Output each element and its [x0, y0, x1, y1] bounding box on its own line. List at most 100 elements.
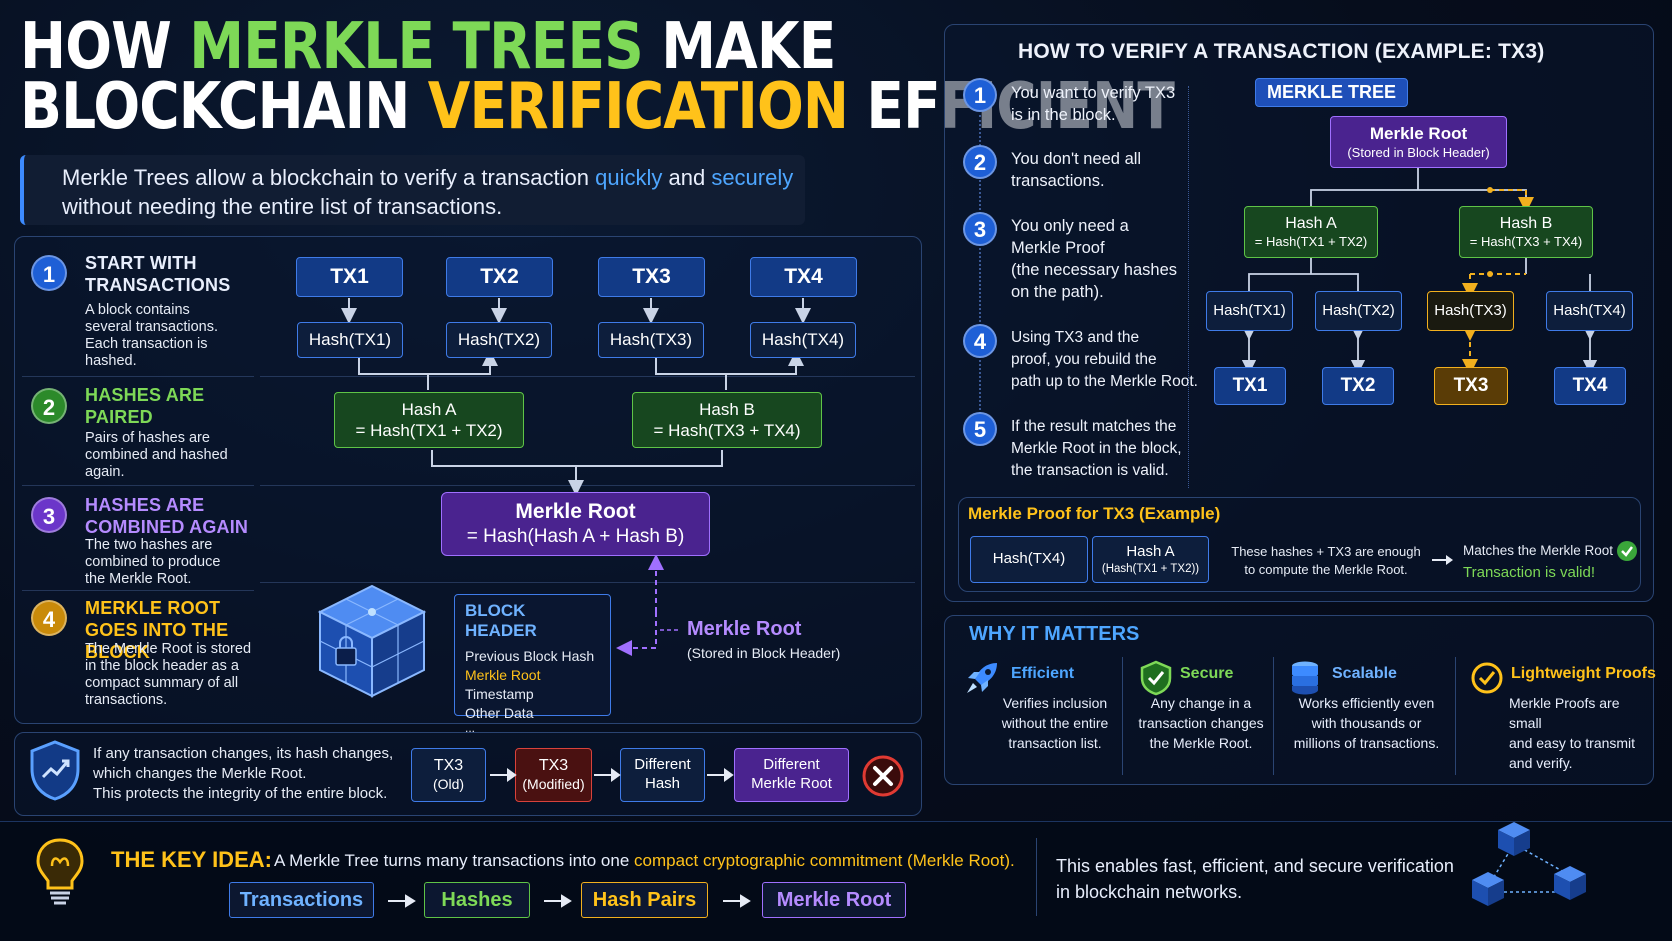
block-header-item: Previous Block Hash: [465, 648, 595, 664]
tx3-old-label: TX3: [433, 757, 464, 775]
merkle-proof-title: Merkle Proof for TX3 (Example): [968, 504, 1221, 523]
merkle-root-stored-label: Merkle Root: [687, 618, 802, 640]
why-title: WHY IT MATTERS: [969, 623, 1140, 645]
tree-hash-tx3-box: Hash(TX3): [1427, 291, 1514, 331]
verify-step-line: on the path).: [1011, 283, 1104, 301]
verify-step-2-number: 2: [963, 145, 997, 179]
key-idea-text-main: A Merkle Tree turns many transactions in…: [274, 851, 635, 870]
verify-step-line: You only need a: [1011, 217, 1129, 235]
verify-step-1-text: You want to verify TX3 is in the block.: [1011, 82, 1175, 126]
different-root-box: Different Merkle Root: [734, 748, 849, 802]
title-make: MAKE: [642, 10, 836, 84]
why-desc-line: and easy to transmit: [1509, 735, 1636, 751]
block-header-item: ...: [465, 721, 476, 735]
why-desc-line: and verify.: [1509, 755, 1573, 771]
check-circle-icon: [1617, 541, 1637, 561]
arrow-icon: [611, 768, 621, 782]
check-circle-icon: [1471, 662, 1503, 694]
key-idea-right-line-1: This enables fast, efficient, and secure…: [1056, 856, 1454, 876]
proof-hash-a-sub: (Hash(TX1 + TX2)): [1101, 562, 1200, 575]
verify-step-4-text: Using TX3 and the proof, you rebuild the…: [1011, 327, 1198, 393]
divider: [260, 376, 915, 377]
rocket-icon: [967, 663, 997, 693]
verify-step-line: transactions.: [1011, 172, 1105, 190]
why-desc-line: without the entire: [1001, 715, 1109, 731]
different-hash-box: Different Hash: [620, 748, 705, 802]
tree-tx4-box: TX4: [1554, 367, 1626, 405]
flow-hash-pairs: Hash Pairs: [581, 882, 708, 918]
arrow-icon: [740, 894, 751, 908]
tree-hash-a-box: Hash A = Hash(TX1 + TX2): [1244, 206, 1378, 258]
tx3-box: TX3: [598, 257, 705, 297]
step-4-desc: The Merkle Root is stored in the block h…: [85, 641, 252, 708]
verify-step-5-text: If the result matches the Merkle Root in…: [1011, 416, 1182, 482]
step-3-title: HASHES ARE COMBINED AGAIN: [85, 495, 249, 537]
flow-arrows: [388, 894, 751, 908]
why-scalable-desc: Works efficiently even with thousands or…: [1280, 693, 1453, 753]
why-lightweight-title: Lightweight Proofs: [1511, 665, 1656, 682]
title-how: HOW: [20, 10, 190, 84]
lightbulb-icon: [36, 838, 84, 905]
tx3-old-box: TX3 (Old): [411, 748, 486, 802]
why-lightweight-desc: Merkle Proofs are small and easy to tran…: [1509, 693, 1654, 773]
step-1-title: START WITH TRANSACTIONS: [85, 253, 231, 295]
tree-divider: [1188, 86, 1189, 488]
verify-timeline: [979, 115, 981, 430]
block-header-item: Timestamp: [465, 686, 534, 702]
verify-step-5-number: 5: [963, 412, 997, 446]
verify-step-line: (the necessary hashes: [1011, 261, 1178, 279]
intro-text: Merkle Trees allow a blockchain to verif…: [62, 165, 596, 190]
why-secure-title: Secure: [1180, 665, 1234, 682]
why-desc-line: the Merkle Root.: [1149, 735, 1253, 751]
merkle-root-formula: = Hash(Hash A + Hash B): [466, 526, 685, 548]
arrow-icon: [405, 894, 416, 908]
why-desc-line: Works efficiently even: [1298, 695, 1435, 711]
divider: [1036, 838, 1037, 916]
shield-check-icon: [1140, 660, 1172, 696]
hash-tx2-box: Hash(TX2): [446, 322, 552, 358]
hash-tx3-box: Hash(TX3): [598, 322, 704, 358]
verify-step-line: You don't need all: [1011, 150, 1142, 168]
arrow-icon: [507, 768, 517, 782]
divider: [260, 582, 915, 583]
tree-hash-a-sub: = Hash(TX1 + TX2): [1254, 233, 1368, 249]
proof-hash-tx4-box: Hash(TX4): [970, 536, 1088, 583]
tree-hash-tx2-box: Hash(TX2): [1315, 291, 1402, 331]
arrow-icon: [561, 894, 572, 908]
integrity-line-2: which changes the Merkle Root.: [93, 765, 307, 782]
tx3-modified-sub: (Modified): [522, 776, 585, 793]
tree-tx2-box: TX2: [1322, 367, 1394, 405]
step-4-title: MERKLE ROOT GOES INTO THE BLOCK: [85, 598, 229, 662]
step-3-desc: The two hashes are combined to produce t…: [85, 537, 221, 587]
block-header-box: BLOCK HEADER Previous Block Hash Merkle …: [454, 594, 611, 734]
intro-line-1: Merkle Trees allow a blockchain to verif…: [62, 163, 805, 192]
why-efficient-desc: Verifies inclusion without the entire tr…: [990, 693, 1120, 753]
intro-quickly: quickly: [595, 165, 663, 190]
tx4-box: TX4: [750, 257, 857, 297]
arrow-icon: [724, 768, 734, 782]
different-hash-label: Different: [634, 756, 691, 774]
block-header-title: BLOCK HEADER: [465, 601, 537, 640]
verify-step-line: proof, you rebuild the: [1011, 351, 1157, 368]
key-idea-text: A Merkle Tree turns many transactions in…: [274, 851, 1015, 871]
divider: [260, 485, 915, 486]
tree-tx1-box: TX1: [1214, 367, 1286, 405]
why-desc-line: millions of transactions.: [1293, 735, 1440, 751]
divider: [1455, 657, 1456, 775]
divider: [1122, 657, 1123, 775]
cube-icon: [1498, 822, 1530, 856]
integrity-line-3: This protects the integrity of the entir…: [93, 785, 388, 802]
tree-hash-a-title: Hash A: [1285, 214, 1337, 232]
flow-merkle-root: Merkle Root: [762, 882, 906, 918]
verify-step-3-number: 3: [963, 212, 997, 246]
merkle-root-stored-sub: (Stored in Block Header): [687, 645, 841, 661]
tx3-modified-box: TX3 (Modified): [515, 748, 592, 802]
proof-note-line-2: to compute the Merkle Root.: [1244, 562, 1408, 577]
merkle-root-box: Merkle Root = Hash(Hash A + Hash B): [441, 492, 710, 556]
flow-hashes: Hashes: [424, 882, 530, 918]
why-desc-line: Verifies inclusion: [1002, 695, 1108, 711]
verify-step-4-number: 4: [963, 324, 997, 358]
verify-step-line: is in the block.: [1011, 106, 1116, 124]
tree-hash-b-sub: = Hash(TX3 + TX4): [1469, 233, 1583, 249]
